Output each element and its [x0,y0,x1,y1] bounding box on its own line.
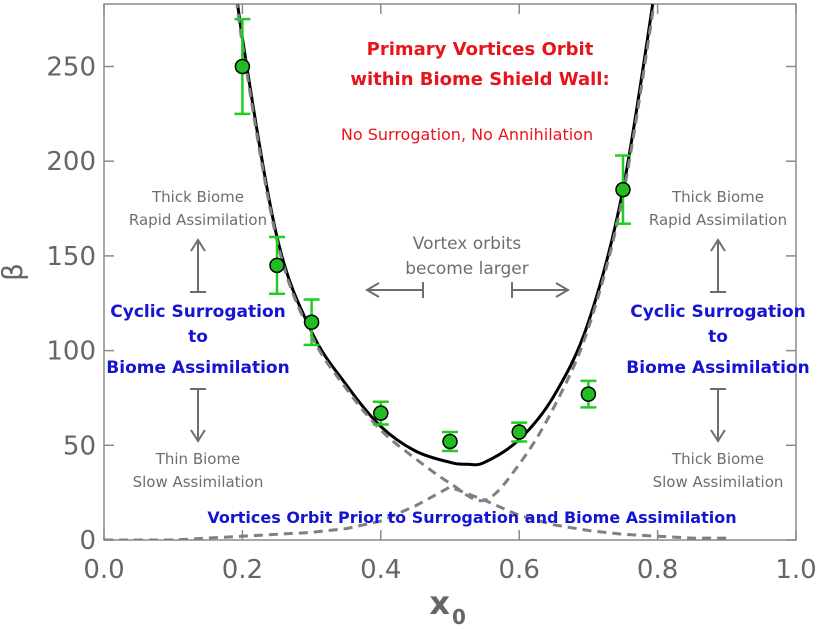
x-tick-label: 0.8 [637,555,678,585]
data-point [303,298,320,347]
left-down-arrow-icon [190,388,206,443]
data-point [442,430,458,453]
left-top-line-2: Rapid Assimilation [129,211,267,229]
right-arrow-icon [511,282,570,298]
red-title-line-2: within Biome Shield Wall: [350,69,609,90]
marker [373,405,389,421]
marker [303,314,320,330]
left-bot-line-2: Slow Assimilation [133,473,264,491]
left-top-line-1: Thick Biome [151,188,244,206]
data-point [269,235,285,296]
left-bot-line-1: Thin Biome [155,450,241,468]
data-point [511,421,528,443]
right-bot-line-2: Slow Assimilation [653,473,784,491]
right-mid-line-3: Biome Assimilation [626,358,809,378]
bottom-annotation: Vortices Orbit Prior to Surrogation and … [207,508,736,527]
y-tick-label: 50 [63,431,96,461]
y-tick-label: 250 [46,53,96,83]
plot-frame [103,3,797,541]
right-mid-line-1: Cyclic Surrogation [630,302,805,322]
left-mid-line-1: Cyclic Surrogation [110,302,285,322]
left-mid-line-2: to [188,327,208,347]
marker [580,386,597,402]
marker [615,181,631,198]
y-tick-label: 100 [46,337,96,367]
right-down-arrow-icon [710,388,726,443]
x-tick-label: 0.0 [83,555,124,585]
y-tick-label: 150 [46,242,96,272]
dashed-lower-curve [104,485,727,540]
marker [442,433,458,450]
data-points [234,17,631,453]
right-bot-line-1: Thick Biome [671,450,764,468]
data-point [580,379,597,409]
data-point [234,17,251,116]
y-tick-label: 0 [79,526,96,556]
y-axis-label: β [0,263,29,281]
center-text-line-1: Vortex orbits [413,234,522,254]
data-point [615,154,631,225]
marker [269,257,285,274]
marker [511,424,527,440]
y-tick-label: 200 [46,147,96,177]
right-up-arrow-icon [710,238,726,293]
right-top-line-2: Rapid Assimilation [649,211,787,229]
x-tick-label: 0.4 [360,555,401,585]
left-mid-line-3: Biome Assimilation [106,358,289,378]
x-tick-label: 1.0 [775,555,816,585]
dashed-upper-curve [235,4,656,503]
x-axis-label: x [429,584,450,622]
x-tick-label: 0.6 [499,555,540,585]
center-text-line-2: become larger [405,259,529,279]
left-arrow-icon [365,282,424,298]
right-top-line-1: Thick Biome [671,188,764,206]
right-mid-line-2: to [708,327,728,347]
x-tick-label: 0.2 [222,555,263,585]
x-axis-label-subscript: 0 [452,605,466,629]
tick-label-layer: 0.0 0.2 0.4 0.6 0.8 1.0 0 50 100 150 200 250 [46,53,816,585]
data-point [372,400,389,426]
red-subtitle: No Surrogation, No Annihilation [341,125,593,144]
marker [234,58,251,75]
red-title-line-1: Primary Vortices Orbit [367,39,594,60]
left-up-arrow-icon [190,238,206,293]
